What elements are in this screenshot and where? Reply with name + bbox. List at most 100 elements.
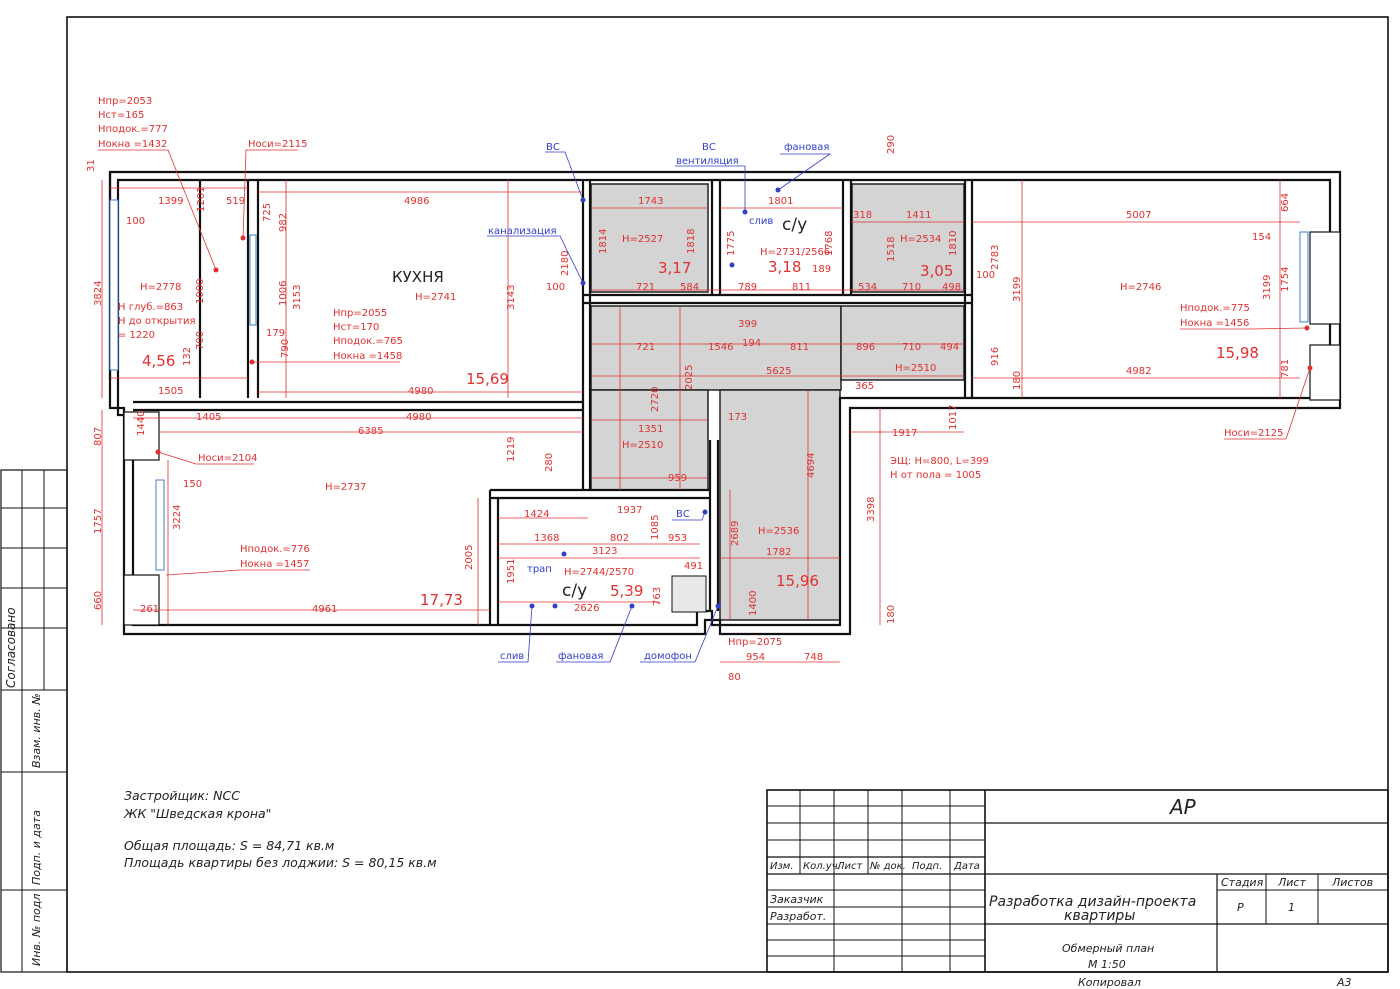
dimension-lines (101, 180, 1300, 663)
dim-3143: 3143 (506, 285, 517, 310)
room-hall-area: 15,96 (776, 572, 819, 590)
kitchen-nosi: Носи=2115 (248, 139, 307, 150)
dim-2025: 2025 (684, 365, 695, 390)
room-balcony-depth: Н глуб.=863 (118, 302, 183, 313)
dim-953: 953 (668, 533, 687, 544)
stamp-col-doc: № док. (869, 861, 906, 872)
kitchen-window2-note-2: Нст=170 (333, 322, 379, 333)
shield-note-1: ЭЩ: Н=800, L=399 (890, 456, 989, 467)
dim-916: 916 (990, 347, 1001, 366)
dim-1754: 1754 (1280, 267, 1291, 292)
stamp-sheet-label: Лист (1277, 876, 1306, 889)
window-balcony (109, 199, 119, 371)
dim-519: 519 (226, 196, 245, 207)
leader-fan-2: фановая (558, 651, 603, 662)
room-hall-height: Н=2536 (758, 526, 799, 537)
leader-sewer: канализация (488, 226, 557, 237)
dim-318: 318 (853, 210, 872, 221)
room-bath1-height: Н=2527 (622, 234, 663, 245)
leader-intercom: домофон (644, 651, 692, 662)
room-living-area: 17,73 (420, 591, 463, 609)
dim-584: 584 (680, 282, 699, 293)
stamp-col-count: Кол.уч. (803, 861, 841, 872)
dim-534: 534 (858, 282, 877, 293)
dim-31: 31 (86, 159, 97, 172)
dim-4986: 4986 (404, 196, 429, 207)
window-bedroom (1299, 231, 1309, 323)
room-kitchen-area: 15,69 (466, 370, 509, 388)
dim-1917: 1917 (892, 428, 917, 439)
dim-1351: 1351 (638, 424, 663, 435)
dim-4980b: 4980 (406, 412, 431, 423)
room-wc2-height: Н=2731/2566 (760, 247, 830, 258)
dim-1814: 1814 (598, 229, 609, 254)
dim-710a: 710 (902, 282, 921, 293)
dim-1017: 1017 (948, 405, 959, 430)
dim-180b: 180 (886, 605, 897, 624)
corridor-height-2: Н=2510 (895, 363, 936, 374)
leader-lines (487, 151, 832, 663)
leader-trap: трап (527, 564, 552, 575)
dim-1411: 1411 (906, 210, 931, 221)
dim-1201: 1201 (196, 187, 207, 212)
leader-fan-1: фановая (784, 142, 829, 153)
room-living-height: Н=2737 (325, 482, 366, 493)
dim-189: 189 (812, 264, 831, 275)
dim-1775: 1775 (726, 231, 737, 256)
stamp-drawing-2: М 1:50 (1088, 958, 1126, 971)
corridor-zone-2 (590, 389, 709, 491)
dim-4980a: 4980 (408, 386, 433, 397)
dim-100c: 100 (976, 270, 995, 281)
dim-811a: 811 (792, 282, 811, 293)
stamp-copied: Копировал (1078, 976, 1141, 989)
dim-6385: 6385 (358, 426, 383, 437)
dim-80: 80 (728, 672, 741, 683)
leader-vs-1: ВС (546, 142, 560, 153)
dim-660: 660 (93, 591, 104, 610)
dim-1368: 1368 (534, 533, 559, 544)
dim-1400: 1400 (748, 591, 759, 616)
kitchen-window2-note-1: Нпр=2055 (333, 308, 387, 319)
dim-3153: 3153 (292, 285, 303, 310)
door-height: Нпр=2075 (728, 637, 782, 648)
side-label-replace: Взам. инв. № (30, 693, 43, 768)
corridor-height-1: Н=2510 (622, 440, 663, 451)
dim-811b: 811 (790, 342, 809, 353)
bedroom-window-note-2: Нокна =1456 (1180, 318, 1249, 329)
stamp-project-2: квартиры (1064, 908, 1135, 924)
dim-807: 807 (93, 427, 104, 446)
title-block: АР Изм. Кол.уч. Лист № док. Подп. Дата З… (766, 789, 1389, 989)
dim-954: 954 (746, 652, 765, 663)
room-bath1-area: 3,17 (658, 259, 691, 277)
dim-100a: 100 (126, 216, 145, 227)
dim-3398: 3398 (866, 497, 877, 522)
stamp-drawing-1: Обмерный план (1062, 942, 1154, 955)
dim-1518: 1518 (886, 237, 897, 262)
room-bath2-height: Н=2534 (900, 234, 941, 245)
dim-1801: 1801 (768, 196, 793, 207)
dim-2689: 2689 (730, 521, 741, 546)
dim-1085: 1085 (650, 515, 661, 540)
hall-zone (719, 389, 841, 621)
dim-789: 789 (738, 282, 757, 293)
dim-2180: 2180 (560, 251, 571, 276)
dim-3224: 3224 (172, 505, 183, 530)
dim-748: 748 (804, 652, 823, 663)
dim-173: 173 (728, 412, 747, 423)
dim-280: 280 (544, 453, 555, 472)
room-bath2-area: 3,05 (920, 262, 953, 280)
room-wc2-area: 3,18 (768, 258, 801, 276)
leader-drain-1: слив (749, 216, 773, 227)
bath-zone-1 (590, 183, 709, 293)
dim-365: 365 (855, 381, 874, 392)
dim-494: 494 (940, 342, 959, 353)
dim-1810: 1810 (948, 231, 959, 256)
dim-710b: 710 (902, 342, 921, 353)
kitchen-window-note-4: Нокна =1432 (98, 139, 167, 150)
room-wc2-name: с/у (782, 215, 807, 235)
dim-1440: 1440 (136, 411, 147, 436)
dim-3123: 3123 (592, 546, 617, 557)
room-nosi: Носи=2104 (198, 453, 257, 464)
dim-1006: 1006 (278, 281, 289, 306)
